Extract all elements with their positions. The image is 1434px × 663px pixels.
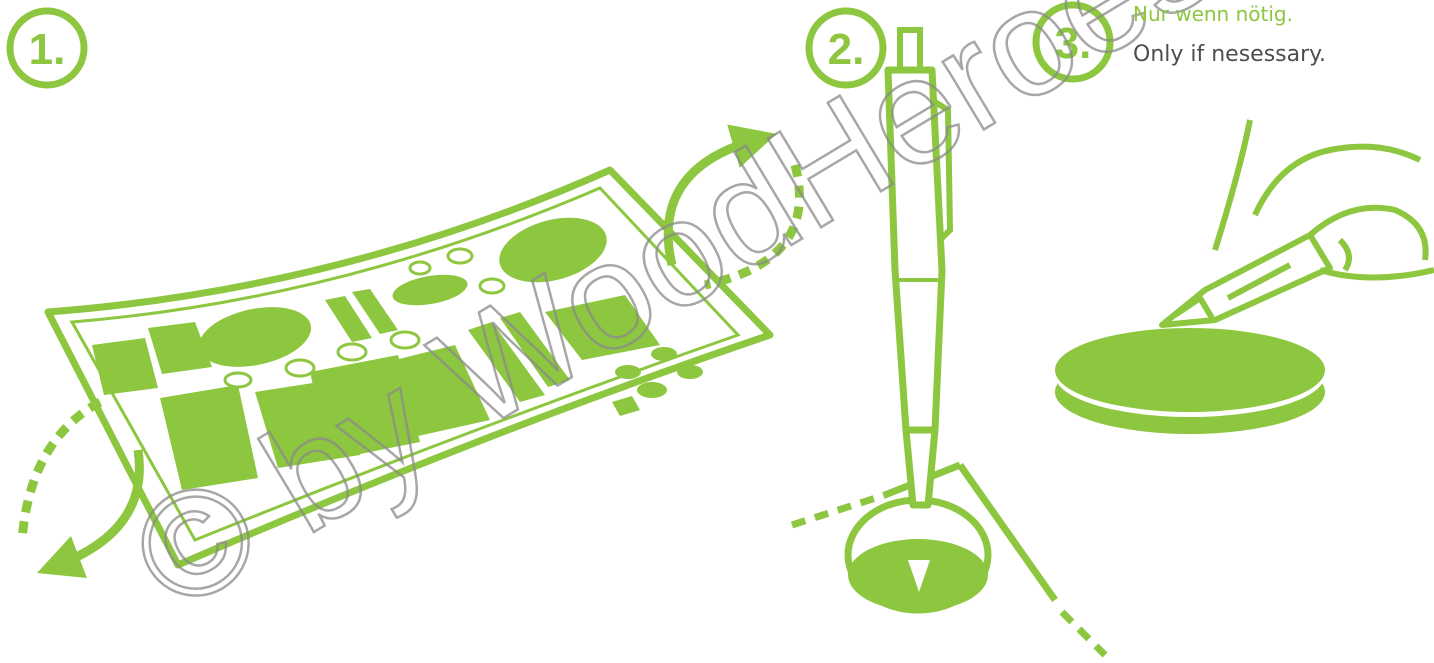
cutter-illustration — [1055, 120, 1434, 434]
note-german: Nur wenn nötig. — [1133, 2, 1293, 26]
sticker-disc-icon — [1055, 328, 1325, 434]
cutter-knife-icon — [1162, 120, 1434, 325]
step-1-badge: 1. — [10, 11, 84, 85]
note-english: Only if nesessary. — [1133, 42, 1326, 67]
step-1-number: 1. — [29, 25, 66, 74]
